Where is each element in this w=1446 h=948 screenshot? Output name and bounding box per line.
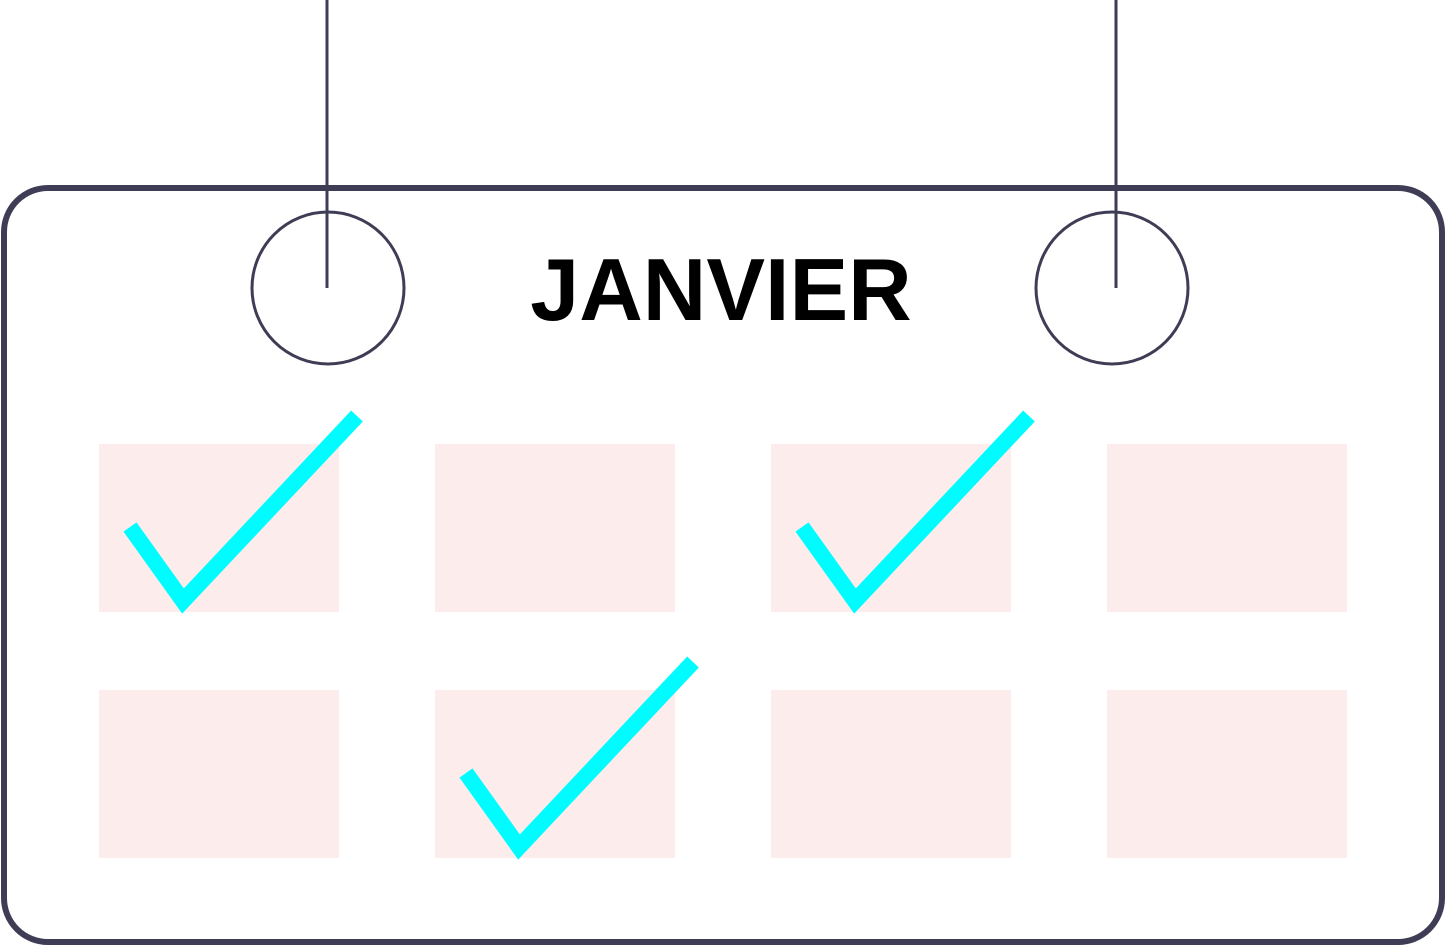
day-cell <box>1107 690 1347 858</box>
checkmark-icon <box>123 410 363 614</box>
ring-hole-left <box>250 210 406 366</box>
day-cell <box>99 690 339 858</box>
calendar-frame <box>1 185 1445 945</box>
day-cell <box>435 444 675 612</box>
ring-hole-right <box>1034 210 1190 366</box>
calendar-grid <box>99 410 1347 860</box>
month-title: JANVIER <box>530 240 911 339</box>
checkmark-icon <box>795 410 1035 614</box>
checkmark-icon <box>459 656 699 860</box>
day-cell <box>1107 444 1347 612</box>
day-cell <box>771 690 1011 858</box>
